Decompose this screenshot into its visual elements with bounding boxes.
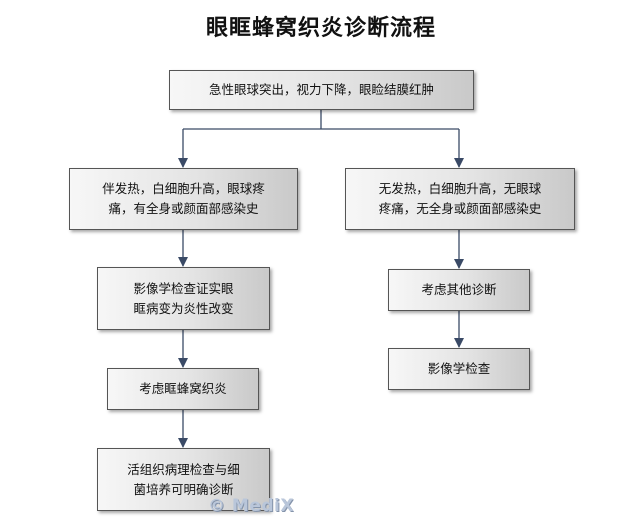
node-left-4: 活组织病理检查与细 菌培养可明确诊断 [97, 448, 270, 511]
page-title: 眼眶蜂窝织炎诊断流程 [205, 16, 436, 41]
watermark: © MediX [208, 496, 294, 516]
node-left-1: 伴发热，白细胞升高，眼球疼 痛，有全身或颜面部感染史 [69, 168, 298, 230]
connector-top-split [183, 110, 459, 130]
node-left-3: 考虑眶蜂窝织炎 [107, 368, 259, 410]
node-right-2: 考虑其他诊断 [388, 269, 530, 311]
node-right-3: 影像学检查 [388, 348, 530, 390]
node-top: 急性眼球突出，视力下降，眼睑结膜红肿 [169, 70, 474, 110]
node-left-2: 影像学检查证实眼 眶病变为炎性改变 [97, 267, 270, 330]
node-right-1: 无发热，白细胞升高，无眼球 疼痛，无全身或颜面部感染史 [345, 168, 575, 230]
